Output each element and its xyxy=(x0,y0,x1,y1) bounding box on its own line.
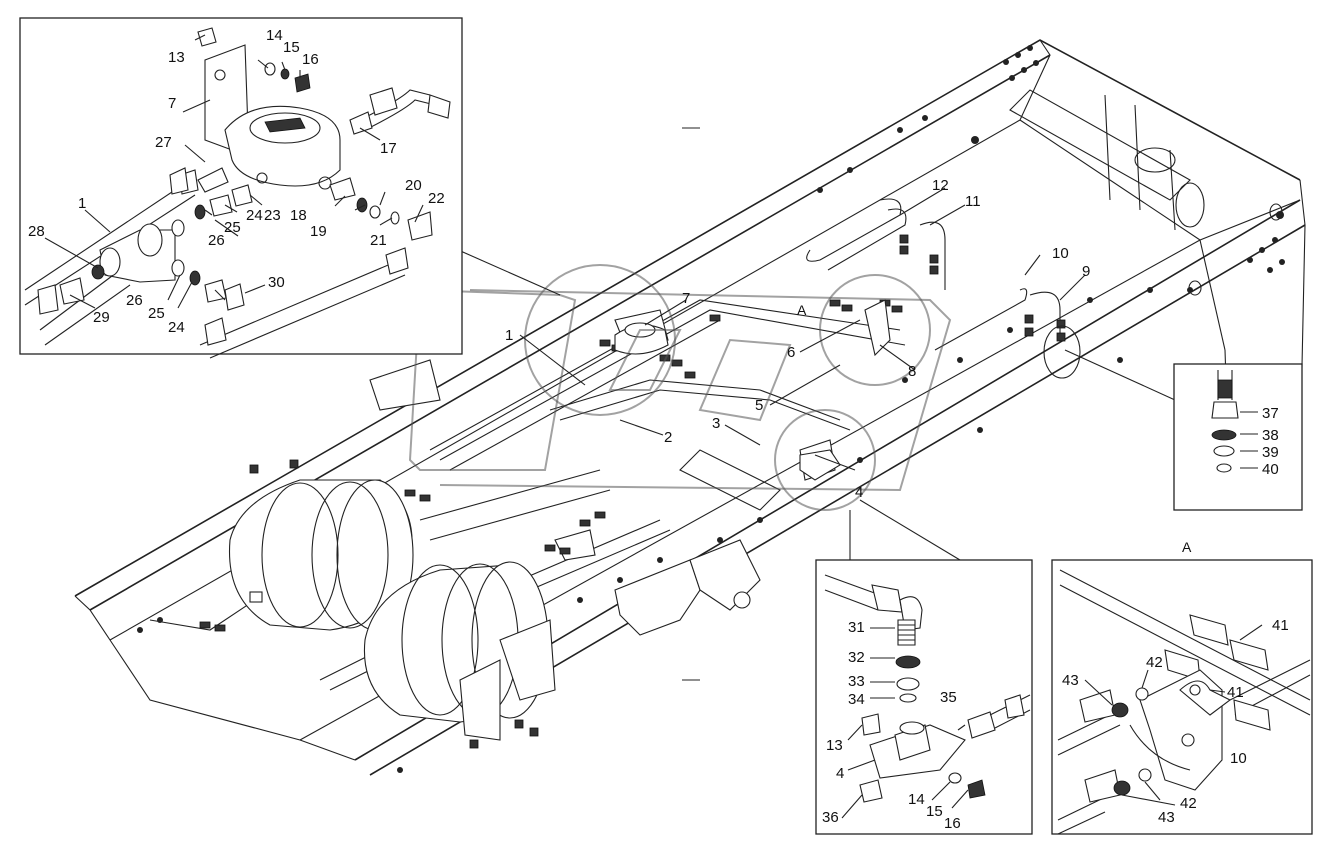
label-14b: 14 xyxy=(908,791,925,808)
label-6: 6 xyxy=(787,344,795,361)
label-19: 19 xyxy=(310,223,327,240)
label-32: 32 xyxy=(848,649,865,666)
label-1-inset: 1 xyxy=(78,195,86,212)
label-16b: 16 xyxy=(944,815,961,832)
label-24: 24 xyxy=(246,207,263,224)
label-10b: 10 xyxy=(1230,750,1247,767)
label-11: 11 xyxy=(965,193,981,210)
label-38: 38 xyxy=(1262,427,1279,444)
label-5: 5 xyxy=(755,397,763,414)
label-23: 23 xyxy=(264,207,281,224)
label-26: 26 xyxy=(208,232,225,249)
label-20: 20 xyxy=(405,177,422,194)
label-41a: 41 xyxy=(1272,617,1289,634)
label-28: 28 xyxy=(28,223,45,240)
label-10: 10 xyxy=(1052,245,1069,262)
label-7: 7 xyxy=(682,290,690,307)
label-13: 13 xyxy=(168,49,185,66)
inset-bottom-mid: 31 32 33 34 35 13 4 36 14 15 16 xyxy=(815,559,1033,835)
label-14: 14 xyxy=(266,27,283,44)
label-30: 30 xyxy=(268,274,285,291)
label-4b: 4 xyxy=(836,765,844,782)
label-16: 16 xyxy=(302,51,319,68)
inset-top-left: 13 14 15 16 7 27 17 1 28 29 30 24 23 25 … xyxy=(19,17,463,359)
inset-right: 37 38 39 40 xyxy=(1173,363,1303,511)
label-12: 12 xyxy=(932,177,949,194)
label-9: 9 xyxy=(1082,263,1090,280)
label-34: 34 xyxy=(848,691,865,708)
label-26b: 26 xyxy=(126,292,143,309)
label-29: 29 xyxy=(93,309,110,326)
label-39: 39 xyxy=(1262,444,1279,461)
label-36: 36 xyxy=(822,809,839,826)
label-21: 21 xyxy=(370,232,387,249)
label-31: 31 xyxy=(848,619,865,636)
label-33: 33 xyxy=(848,673,865,690)
label-13b: 13 xyxy=(826,737,843,754)
label-25: 25 xyxy=(224,219,241,236)
main-labels: 1 2 3 4 5 6 7 8 9 10 11 12 A xyxy=(505,177,1090,501)
label-42b: 42 xyxy=(1180,795,1197,812)
label-3: 3 xyxy=(712,415,720,432)
label-4: 4 xyxy=(855,484,863,501)
label-15: 15 xyxy=(283,39,300,56)
label-43b: 43 xyxy=(1158,809,1175,826)
label-42a: 42 xyxy=(1146,654,1163,671)
label-37: 37 xyxy=(1262,405,1279,422)
label-22: 22 xyxy=(428,190,445,207)
brackets xyxy=(369,309,836,741)
label-18: 18 xyxy=(290,207,307,224)
inset-bottom-right: A 41 41 42 43 10 42 43 xyxy=(1051,539,1313,835)
label-15b: 15 xyxy=(926,803,943,820)
label-43a: 43 xyxy=(1062,672,1079,689)
label-1: 1 xyxy=(505,327,513,344)
label-41b: 41 xyxy=(1227,684,1244,701)
watermark xyxy=(408,264,952,511)
label-17: 17 xyxy=(380,140,397,157)
air-tank-upper xyxy=(228,479,414,631)
label-7-inset: 7 xyxy=(168,95,176,112)
label-25b: 25 xyxy=(148,305,165,322)
leader-lines xyxy=(394,187,1176,561)
label-2: 2 xyxy=(664,429,672,446)
label-24b: 24 xyxy=(168,319,185,336)
label-8: 8 xyxy=(908,363,916,380)
view-a-marker: A xyxy=(797,302,807,318)
label-35: 35 xyxy=(940,689,957,706)
label-27: 27 xyxy=(155,134,172,151)
view-a-title: A xyxy=(1182,539,1192,555)
label-40: 40 xyxy=(1262,461,1279,478)
